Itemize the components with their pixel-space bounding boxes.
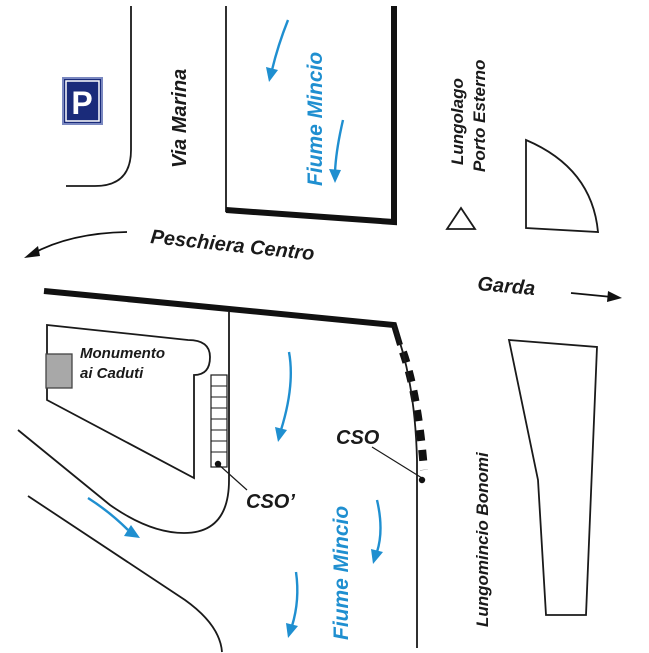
lungolago-label-line1: Lungolago (448, 78, 467, 165)
garda-label: Garda (477, 273, 537, 300)
cso-prime-leader-line (217, 463, 248, 491)
flow-arrow-icon (329, 119, 345, 183)
river-edge-left (17, 312, 230, 534)
flow-arrow-icon (275, 351, 292, 442)
monument-marker (45, 353, 73, 389)
flow-arrow-icon (266, 19, 290, 82)
cso-label: CSO (336, 427, 380, 449)
flow-arrow-icon (286, 571, 299, 638)
fiume-mincio-top-label: Fiume Mincio (304, 52, 327, 186)
parking-label: P (71, 85, 92, 121)
lungolago-label-line2: Porto Esterno (470, 60, 489, 172)
lungomincio-bonomi-label: Lungomincio Bonomi (473, 451, 492, 627)
cso-prime-label: CSO’ (246, 491, 295, 513)
monumento-label-line2: ai Caduti (80, 365, 144, 382)
river-bank-lower (43, 288, 403, 346)
peschiera-centro-label: Peschiera Centro (149, 226, 315, 265)
direction-arrow-icon (570, 291, 622, 302)
flow-arrow-icon (87, 496, 140, 538)
parking-icon: P (62, 77, 103, 125)
cso-point (418, 476, 426, 484)
cso-prime-structure (210, 374, 228, 468)
cso-prime-point (214, 460, 222, 468)
river-bank-upper (225, 6, 397, 226)
monumento-label-line1: Monumento (80, 345, 165, 362)
lower-road-edge (27, 495, 223, 653)
triangle-marker-icon (445, 206, 477, 230)
lungolago-building (525, 138, 599, 233)
via-marina-edge-left (66, 6, 132, 187)
direction-arrow-icon (24, 231, 128, 258)
cso-leader-line (371, 446, 423, 479)
lungomincio-block (507, 339, 598, 616)
flow-arrow-icon (371, 499, 383, 564)
via-marina-label: Via Marina (169, 69, 191, 168)
monumento-block (46, 323, 211, 480)
fiume-mincio-bottom-label: Fiume Mincio (330, 506, 353, 640)
river-edge-right (393, 324, 418, 648)
